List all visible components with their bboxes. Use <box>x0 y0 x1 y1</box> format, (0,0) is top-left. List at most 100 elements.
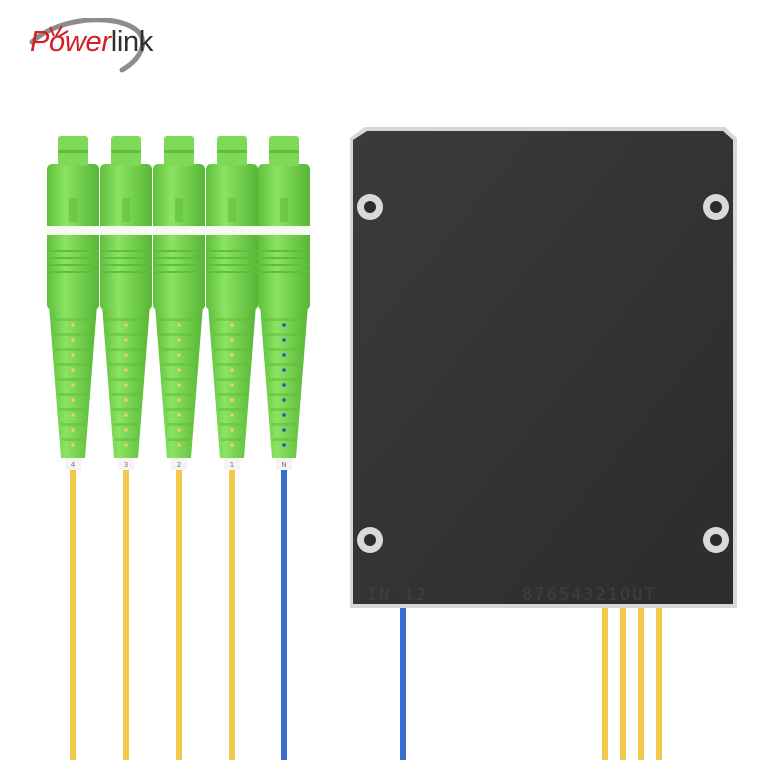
boot-rib <box>272 438 296 441</box>
number-sleeve <box>224 458 240 470</box>
connector-boot <box>102 305 150 458</box>
boot-dot <box>71 383 75 387</box>
connector-boot <box>208 305 256 458</box>
output-fiber <box>602 600 608 760</box>
input-port-label: IN 12 <box>367 585 428 605</box>
connector-body <box>153 164 205 310</box>
boot-dot <box>124 413 128 417</box>
boot-rib <box>165 408 193 411</box>
brand-word-link: link <box>110 26 154 58</box>
grip-line <box>206 271 258 273</box>
grip-line <box>258 264 310 266</box>
connector-key <box>122 198 130 222</box>
boot-dot <box>71 428 75 432</box>
boot-dot <box>71 413 75 417</box>
head-ridge <box>269 150 299 153</box>
boot-rib <box>162 363 196 366</box>
boot-rib <box>265 333 303 336</box>
splitter-box: IN 12 87654321OUT <box>350 127 737 608</box>
input-fiber <box>400 600 406 760</box>
boot-rib <box>217 393 247 396</box>
grip-line <box>100 257 152 259</box>
boot-rib <box>220 438 244 441</box>
boot-rib <box>270 408 298 411</box>
mounting-hole <box>703 527 729 553</box>
grip-line <box>206 250 258 252</box>
boot-dot <box>177 428 181 432</box>
brand-wordmark: Powerlink <box>30 28 153 57</box>
connector-number: 2 <box>177 461 181 469</box>
grip-line <box>153 264 205 266</box>
spark-icon <box>49 25 69 38</box>
pigtail-fiber <box>281 468 287 760</box>
connector-key <box>175 198 183 222</box>
pigtail-fiber <box>123 468 129 760</box>
grip-line <box>47 271 99 273</box>
boot-dot <box>282 323 286 327</box>
grip-line <box>153 250 205 252</box>
boot-dot <box>282 353 286 357</box>
grip-line <box>153 271 205 273</box>
powerlink-logo-swoosh <box>29 18 146 73</box>
sc-connector: 4 <box>47 136 99 760</box>
boot-rib <box>215 363 249 366</box>
boot-dot <box>71 353 75 357</box>
boot-rib <box>160 333 198 336</box>
boot-rib <box>212 318 252 321</box>
boot-dot <box>177 413 181 417</box>
boot-dot <box>124 428 128 432</box>
grip-line <box>206 257 258 259</box>
boot-dot <box>230 428 234 432</box>
boot-rib <box>54 333 92 336</box>
grip-line <box>47 250 99 252</box>
boot-dot <box>124 338 128 342</box>
grip-line <box>47 257 99 259</box>
connector-body <box>258 164 310 310</box>
boot-dot <box>124 383 128 387</box>
boot-dot <box>282 398 286 402</box>
boot-rib <box>264 318 304 321</box>
output-port-label: 87654321OUT <box>522 585 657 605</box>
boot-dot <box>71 368 75 372</box>
number-sleeve <box>118 458 134 470</box>
pigtail-fiber <box>229 468 235 760</box>
connector-boot <box>155 305 203 458</box>
output-fiber <box>638 600 644 760</box>
boot-dot <box>124 443 128 447</box>
boot-rib <box>55 348 91 351</box>
boot-dot <box>177 368 181 372</box>
boot-rib <box>110 378 142 381</box>
boot-rib <box>268 378 300 381</box>
boot-dot <box>282 443 286 447</box>
boot-rib <box>163 378 195 381</box>
grip-line <box>258 271 310 273</box>
connector-body <box>206 164 258 310</box>
boot-dot <box>282 368 286 372</box>
mounting-hole <box>703 194 729 220</box>
boot-rib <box>166 423 192 426</box>
boot-dot <box>230 353 234 357</box>
boot-rib <box>219 423 245 426</box>
pigtail-fiber <box>70 468 76 760</box>
boot-rib <box>53 318 93 321</box>
sc-connector: 1 <box>206 136 258 760</box>
boot-dot <box>282 383 286 387</box>
boot-rib <box>267 363 301 366</box>
boot-dot <box>177 398 181 402</box>
boot-rib <box>114 438 138 441</box>
connector-band <box>153 226 205 235</box>
boot-dot <box>71 398 75 402</box>
boot-dot <box>124 353 128 357</box>
boot-dot <box>177 323 181 327</box>
boot-dot <box>177 353 181 357</box>
boot-rib <box>58 393 88 396</box>
boot-dot <box>230 383 234 387</box>
boot-rib <box>167 438 191 441</box>
boot-rib <box>159 318 199 321</box>
connector-key <box>228 198 236 222</box>
boot-dot <box>230 368 234 372</box>
boot-dot <box>71 443 75 447</box>
boot-rib <box>111 393 141 396</box>
connector-band <box>258 226 310 235</box>
sc-connector: 2 <box>153 136 205 760</box>
